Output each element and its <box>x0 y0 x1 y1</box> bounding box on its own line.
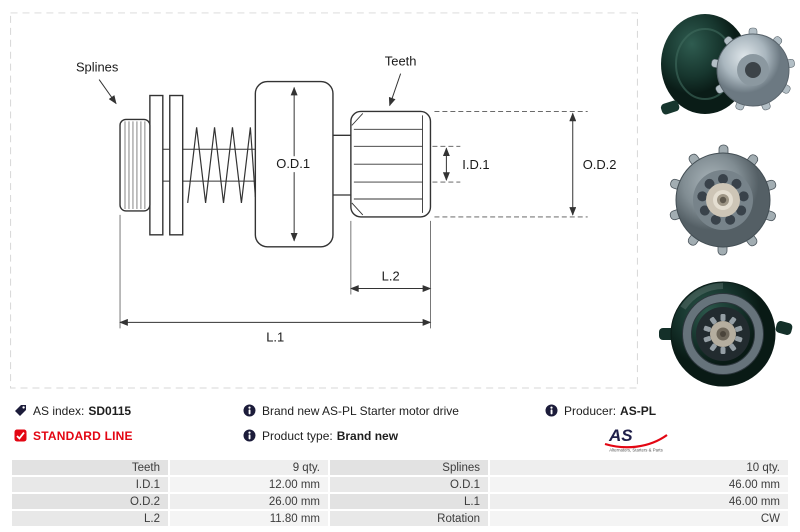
info-icon <box>545 404 558 417</box>
spec-key: Splines <box>330 460 488 475</box>
spec-key: Teeth <box>12 460 168 475</box>
spec-row: I.D.1 12.00 mm O.D.1 46.00 mm <box>12 477 788 492</box>
info-icon <box>243 429 256 442</box>
product-photos <box>650 4 800 400</box>
l2-label: L.2 <box>382 269 400 284</box>
od1-label: O.D.1 <box>276 156 310 171</box>
description-line: Brand new AS-PL Starter motor drive <box>243 398 543 423</box>
logo-text: AS <box>608 426 633 445</box>
standard-line: STANDARD LINE <box>14 423 239 448</box>
spec-row: L.2 11.80 mm Rotation CW <box>12 511 788 526</box>
spec-key: O.D.1 <box>330 477 488 492</box>
dimension-lines <box>98 73 588 329</box>
producer-line: Producer: AS-PL <box>545 398 795 423</box>
producer-label: Producer: <box>564 403 617 418</box>
info-column-producer: Producer: AS-PL AS Alternators, Starters… <box>545 398 795 459</box>
producer-value: AS-PL <box>620 403 657 418</box>
spec-key: Rotation <box>330 511 488 526</box>
splines-label: Splines <box>76 60 118 75</box>
od2-label: O.D.2 <box>583 157 617 172</box>
technical-drawing: Splines Teeth O.D.1 I.D.1 O.D.2 L.2 L.1 <box>10 12 638 389</box>
spec-value: 9 qty. <box>170 460 328 475</box>
standard-line-label: STANDARD LINE <box>33 428 133 443</box>
spec-value: 46.00 mm <box>490 477 788 492</box>
neck-lines <box>332 134 353 196</box>
spring <box>187 127 256 204</box>
gear-front <box>710 27 795 111</box>
spec-value: 46.00 mm <box>490 494 788 509</box>
info-column-index: AS index: SD0115 STANDARD LINE <box>14 398 239 448</box>
spec-key: L.2 <box>12 511 168 526</box>
dashed-frame <box>10 12 638 389</box>
product-photo-front-view <box>669 144 776 256</box>
as-index-label: AS index: <box>33 403 85 418</box>
aspl-logo-graphic: AS Alternators, Starters & Parts <box>604 426 668 453</box>
spec-row: O.D.2 26.00 mm L.1 46.00 mm <box>12 494 788 509</box>
description-text: Brand new AS-PL Starter motor drive <box>262 403 459 418</box>
gear-teeth-lines <box>351 113 423 216</box>
spec-key: I.D.1 <box>12 477 168 492</box>
aspl-logo: AS Alternators, Starters & Parts <box>601 424 795 459</box>
product-type-line: Product type: Brand new <box>243 423 543 448</box>
logo-subtext: Alternators, Starters & Parts <box>609 448 663 453</box>
spec-key: L.1 <box>330 494 488 509</box>
as-index-value: SD0115 <box>88 403 132 418</box>
product-type-label: Product type: <box>262 428 333 443</box>
product-photo-rear-view <box>658 281 792 387</box>
info-icon <box>243 404 256 417</box>
splined-hub <box>119 118 151 212</box>
spline-hatching <box>124 121 146 209</box>
as-index-line: AS index: SD0115 <box>14 398 239 423</box>
id1-label: I.D.1 <box>462 157 489 172</box>
product-photo-angled-view <box>660 14 795 115</box>
info-column-description: Brand new AS-PL Starter motor drive Prod… <box>243 398 543 448</box>
spec-value: 10 qty. <box>490 460 788 475</box>
product-type-value: Brand new <box>336 428 399 443</box>
spec-value: 12.00 mm <box>170 477 328 492</box>
checkbox-icon <box>14 429 27 442</box>
spec-value: 11.80 mm <box>170 511 328 526</box>
spec-value: CW <box>490 511 788 526</box>
spec-key: O.D.2 <box>12 494 168 509</box>
teeth-label: Teeth <box>385 54 417 69</box>
spec-row: Teeth 9 qty. Splines 10 qty. <box>12 460 788 475</box>
l1-label: L.1 <box>266 329 284 344</box>
specs-table: Teeth 9 qty. Splines 10 qty. I.D.1 12.00… <box>10 458 790 528</box>
spec-value: 26.00 mm <box>170 494 328 509</box>
tag-icon <box>15 405 26 416</box>
